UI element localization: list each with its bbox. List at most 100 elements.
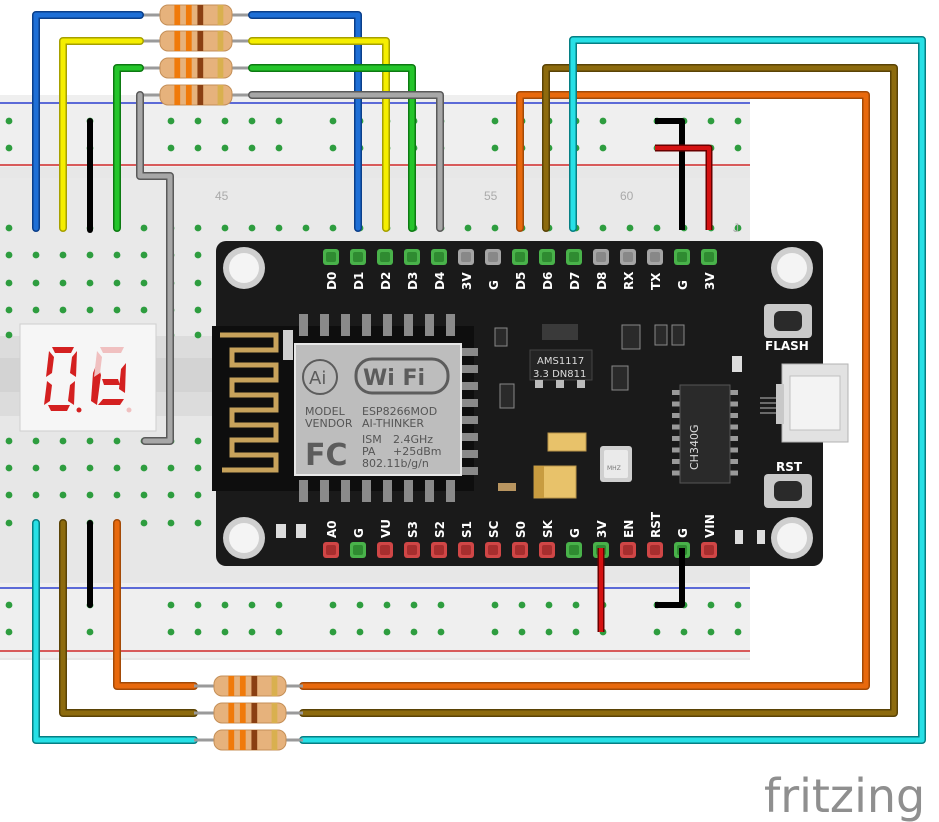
breadboard-hole [410, 601, 418, 609]
breadboard-hole [653, 628, 661, 636]
micro-usb-port [760, 363, 849, 443]
breadboard-hole [734, 628, 742, 636]
breadboard-hole [194, 437, 202, 445]
top-pin-label: D2 [379, 272, 393, 290]
header-pin-top-g-13[interactable]: G [674, 249, 690, 290]
breadboard-hole [356, 601, 364, 609]
crystal-label: MHZ [607, 465, 621, 472]
header-pin-bottom-s0-7[interactable]: S0 [512, 521, 528, 558]
breadboard-hole [599, 117, 607, 125]
header-pin-top-3v-5[interactable]: 3V [458, 249, 474, 290]
flash-button[interactable]: FLASH [764, 304, 812, 353]
header-pin-bottom-vin-14[interactable]: VIN [701, 514, 717, 558]
usb-chip-label: CH340G [688, 425, 701, 470]
breadboard-hole [194, 224, 202, 232]
breadboard-hole [113, 437, 121, 445]
breadboard-hole [194, 331, 202, 339]
breadboard-hole [86, 628, 94, 636]
header-pin-bottom-sc-6[interactable]: SC [485, 520, 501, 558]
breadboard-hole [329, 628, 337, 636]
breadboard-hole [140, 279, 148, 287]
breadboard-hole [194, 628, 202, 636]
top-pin-label: TX [649, 272, 663, 290]
header-pin-top-g-6[interactable]: G [485, 249, 501, 290]
breadboard-hole [59, 279, 67, 287]
header-pin-bottom-s2-4[interactable]: S2 [431, 521, 447, 558]
header-pin-top-d8-10[interactable]: D8 [593, 249, 609, 290]
breadboard-hole [86, 279, 94, 287]
breadboard-hole [32, 491, 40, 499]
breadboard-hole [437, 601, 445, 609]
top-pin-label: 3V [460, 272, 474, 290]
header-pin-bottom-g-9[interactable]: G [566, 528, 582, 558]
breadboard-hole [5, 628, 13, 636]
header-pin-bottom-rst-12[interactable]: RST [647, 511, 663, 558]
breadboard-hole [86, 306, 94, 314]
breadboard-hole [59, 251, 67, 259]
breadboard-hole [113, 306, 121, 314]
top-pin-label: D3 [406, 272, 420, 290]
rst-button[interactable]: RST [764, 460, 812, 508]
top-pin-label: RX [622, 271, 636, 290]
header-pin-bottom-s3-3[interactable]: S3 [404, 521, 420, 558]
breadboard-hole [707, 628, 715, 636]
header-pin-bottom-g-1[interactable]: G [350, 528, 366, 558]
header-pin-bottom-vu-2[interactable]: VU [377, 519, 393, 558]
header-pin-top-d3-3[interactable]: D3 [404, 249, 420, 290]
header-pin-top-d7-9[interactable]: D7 [566, 249, 582, 290]
breadboard-hole [734, 601, 742, 609]
header-pin-top-d2-2[interactable]: D2 [377, 249, 393, 290]
resistor [213, 729, 287, 751]
breadboard-hole [329, 224, 337, 232]
breadboard-hole [194, 306, 202, 314]
header-pin-top-d4-4[interactable]: D4 [431, 249, 447, 290]
bottom-pin-label: S0 [514, 521, 528, 538]
header-pin-bottom-en-11[interactable]: EN [620, 520, 636, 558]
breadboard-hole [491, 144, 499, 152]
resistor [213, 675, 287, 697]
breadboard-hole [275, 144, 283, 152]
module-line-vendor: VENDOR [305, 417, 353, 430]
breadboard-hole [194, 279, 202, 287]
row-letter-j: J [733, 221, 739, 235]
breadboard-hole [356, 628, 364, 636]
breadboard-hole [167, 464, 175, 472]
header-pin-bottom-s1-5[interactable]: S1 [458, 521, 474, 558]
module-line-esp8266mod: ESP8266MOD [362, 405, 437, 418]
header-pin-bottom-sk-8[interactable]: SK [539, 519, 555, 558]
header-pin-top-d5-7[interactable]: D5 [512, 249, 528, 290]
breadboard-hole [221, 601, 229, 609]
header-pin-bottom-a0-0[interactable]: A0 [323, 520, 339, 558]
top-resistors [140, 4, 252, 106]
breadboard-hole [59, 464, 67, 472]
digit-right [91, 363, 126, 405]
breadboard-hole [626, 224, 634, 232]
header-pin-top-d0-0[interactable]: D0 [323, 249, 339, 290]
breadboard-hole [572, 628, 580, 636]
header-pin-top-rx-11[interactable]: RX [620, 249, 636, 290]
breadboard-hole [5, 331, 13, 339]
breadboard-hole [221, 144, 229, 152]
resistor [159, 57, 233, 79]
breadboard-hole [383, 601, 391, 609]
bottom-pin-label: VU [379, 519, 393, 538]
header-pin-top-d1-1[interactable]: D1 [350, 249, 366, 290]
breadboard-hole [545, 601, 553, 609]
breadboard-hole [5, 464, 13, 472]
top-pin-label: D8 [595, 272, 609, 290]
header-pin-top-tx-12[interactable]: TX [647, 249, 663, 290]
breadboard-hole [140, 464, 148, 472]
breadboard-hole [707, 601, 715, 609]
breadboard-hole [140, 519, 148, 527]
header-pin-top-3v-14[interactable]: 3V [701, 249, 717, 290]
breadboard-hole [329, 601, 337, 609]
breadboard-hole [518, 628, 526, 636]
breadboard-hole [32, 279, 40, 287]
breadboard-hole [59, 437, 67, 445]
breadboard-hole [464, 224, 472, 232]
breadboard-hole [410, 628, 418, 636]
bottom-pin-label: 3V [595, 520, 609, 538]
header-pin-top-d6-8[interactable]: D6 [539, 249, 555, 290]
flash-label: FLASH [765, 339, 809, 353]
breadboard-hole [140, 491, 148, 499]
